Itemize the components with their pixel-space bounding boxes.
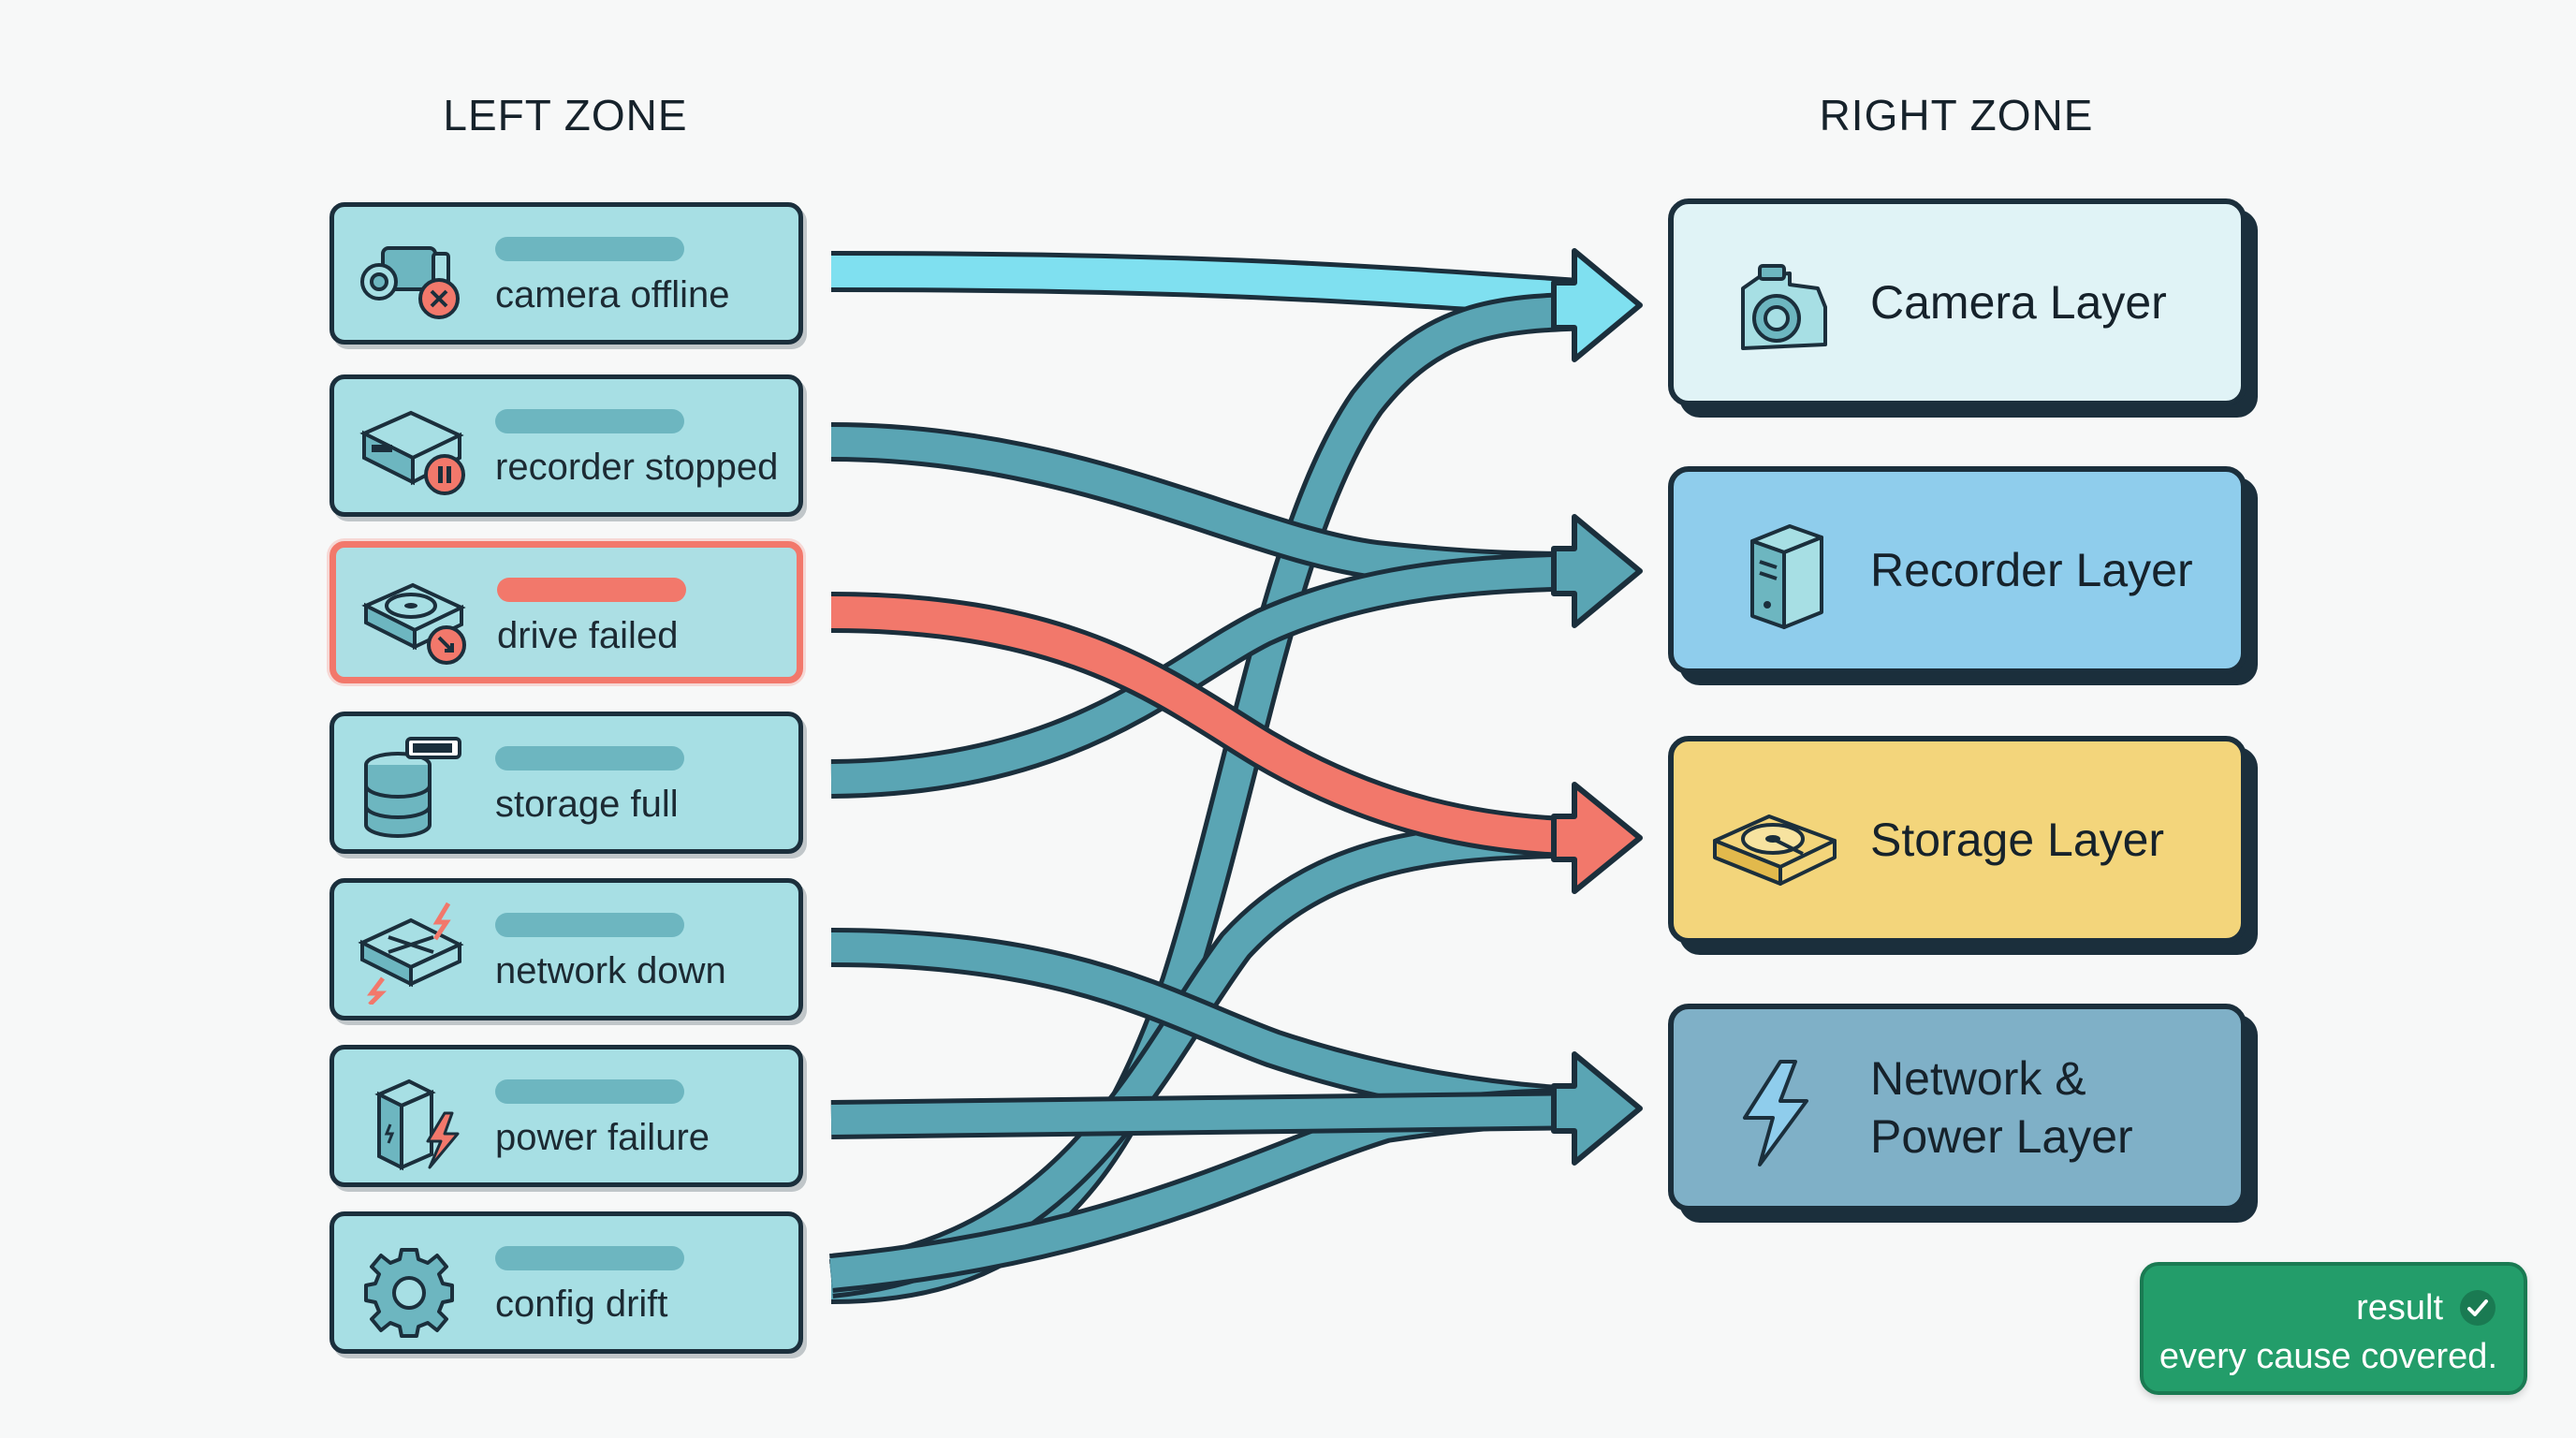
cause-placeholder-bar (495, 913, 684, 937)
camera-offline-icon (360, 246, 460, 319)
layer-label: Network & Power Layer (1870, 1009, 2133, 1206)
flow-recorder-stopped-to-recorder (830, 422, 1592, 591)
cause-drive-failed[interactable]: drive failed (329, 541, 803, 683)
flow-storage-full-to-recorder (830, 551, 1592, 799)
hard-drive-icon (1713, 814, 1837, 886)
cause-placeholder-bar (497, 578, 686, 602)
right-zone-title: RIGHT ZONE (1819, 91, 2094, 139)
cause-label: storage full (495, 784, 679, 825)
server-tower-icon (1750, 524, 1823, 629)
network-switch-icon (358, 902, 464, 1005)
flow-camera-offline-to-camera (830, 251, 1593, 320)
arrowhead-network (1551, 1051, 1643, 1166)
layer-label: Camera Layer (1870, 275, 2167, 329)
cause-camera-offline[interactable]: camera offline (329, 202, 803, 345)
check-circle-icon (2460, 1290, 2496, 1326)
cause-label: network down (495, 950, 726, 991)
layer-camera[interactable]: Camera Layer (1668, 198, 2247, 406)
cause-label: power failure (495, 1117, 710, 1158)
cause-label: config drift (495, 1284, 668, 1325)
cause-placeholder-bar (495, 237, 684, 261)
drive-failed-icon (361, 582, 466, 665)
flow-drive-failed-to-storage (830, 592, 1592, 858)
arrowhead-storage (1551, 782, 1643, 894)
flow-config-drift-to-storage (828, 818, 1592, 1299)
cause-placeholder-bar (495, 409, 684, 433)
layer-storage[interactable]: Storage Layer (1668, 736, 2247, 944)
layer-label-line1: Network & (1870, 1051, 2086, 1105)
cause-label: recorder stopped (495, 447, 779, 488)
layer-network-power[interactable]: Network & Power Layer (1668, 1004, 2247, 1211)
layer-label: Recorder Layer (1870, 543, 2193, 596)
arrowhead-recorder (1551, 514, 1643, 628)
result-badge: result every cause covered. (2140, 1262, 2527, 1395)
power-failure-icon (374, 1078, 460, 1171)
layer-recorder[interactable]: Recorder Layer (1668, 466, 2247, 674)
lightning-icon (1743, 1060, 1808, 1167)
cause-config-drift[interactable]: config drift (329, 1211, 803, 1354)
result-text: every cause covered. (2159, 1337, 2497, 1376)
cause-placeholder-bar (495, 746, 684, 770)
cause-label: camera offline (495, 274, 730, 315)
recorder-paused-icon (359, 410, 465, 495)
cause-storage-full[interactable]: storage full (329, 712, 803, 854)
arrowhead-camera (1551, 248, 1643, 362)
cause-placeholder-bar (495, 1079, 684, 1104)
layer-label-line2: Power Layer (1870, 1110, 2133, 1163)
cause-power-failure[interactable]: power failure (329, 1045, 803, 1187)
layer-label: Storage Layer (1870, 813, 2165, 866)
cause-label: drive failed (497, 615, 679, 656)
cause-network-down[interactable]: network down (329, 878, 803, 1020)
cause-recorder-stopped[interactable]: recorder stopped (329, 374, 803, 517)
flow-power-failure-to-network (830, 1091, 1592, 1139)
camera-icon (1741, 264, 1827, 350)
result-title: result (2356, 1288, 2443, 1328)
gear-icon (364, 1248, 454, 1338)
storage-full-icon (364, 737, 461, 838)
cause-placeholder-bar (495, 1246, 684, 1270)
left-zone-title: LEFT ZONE (443, 91, 688, 139)
